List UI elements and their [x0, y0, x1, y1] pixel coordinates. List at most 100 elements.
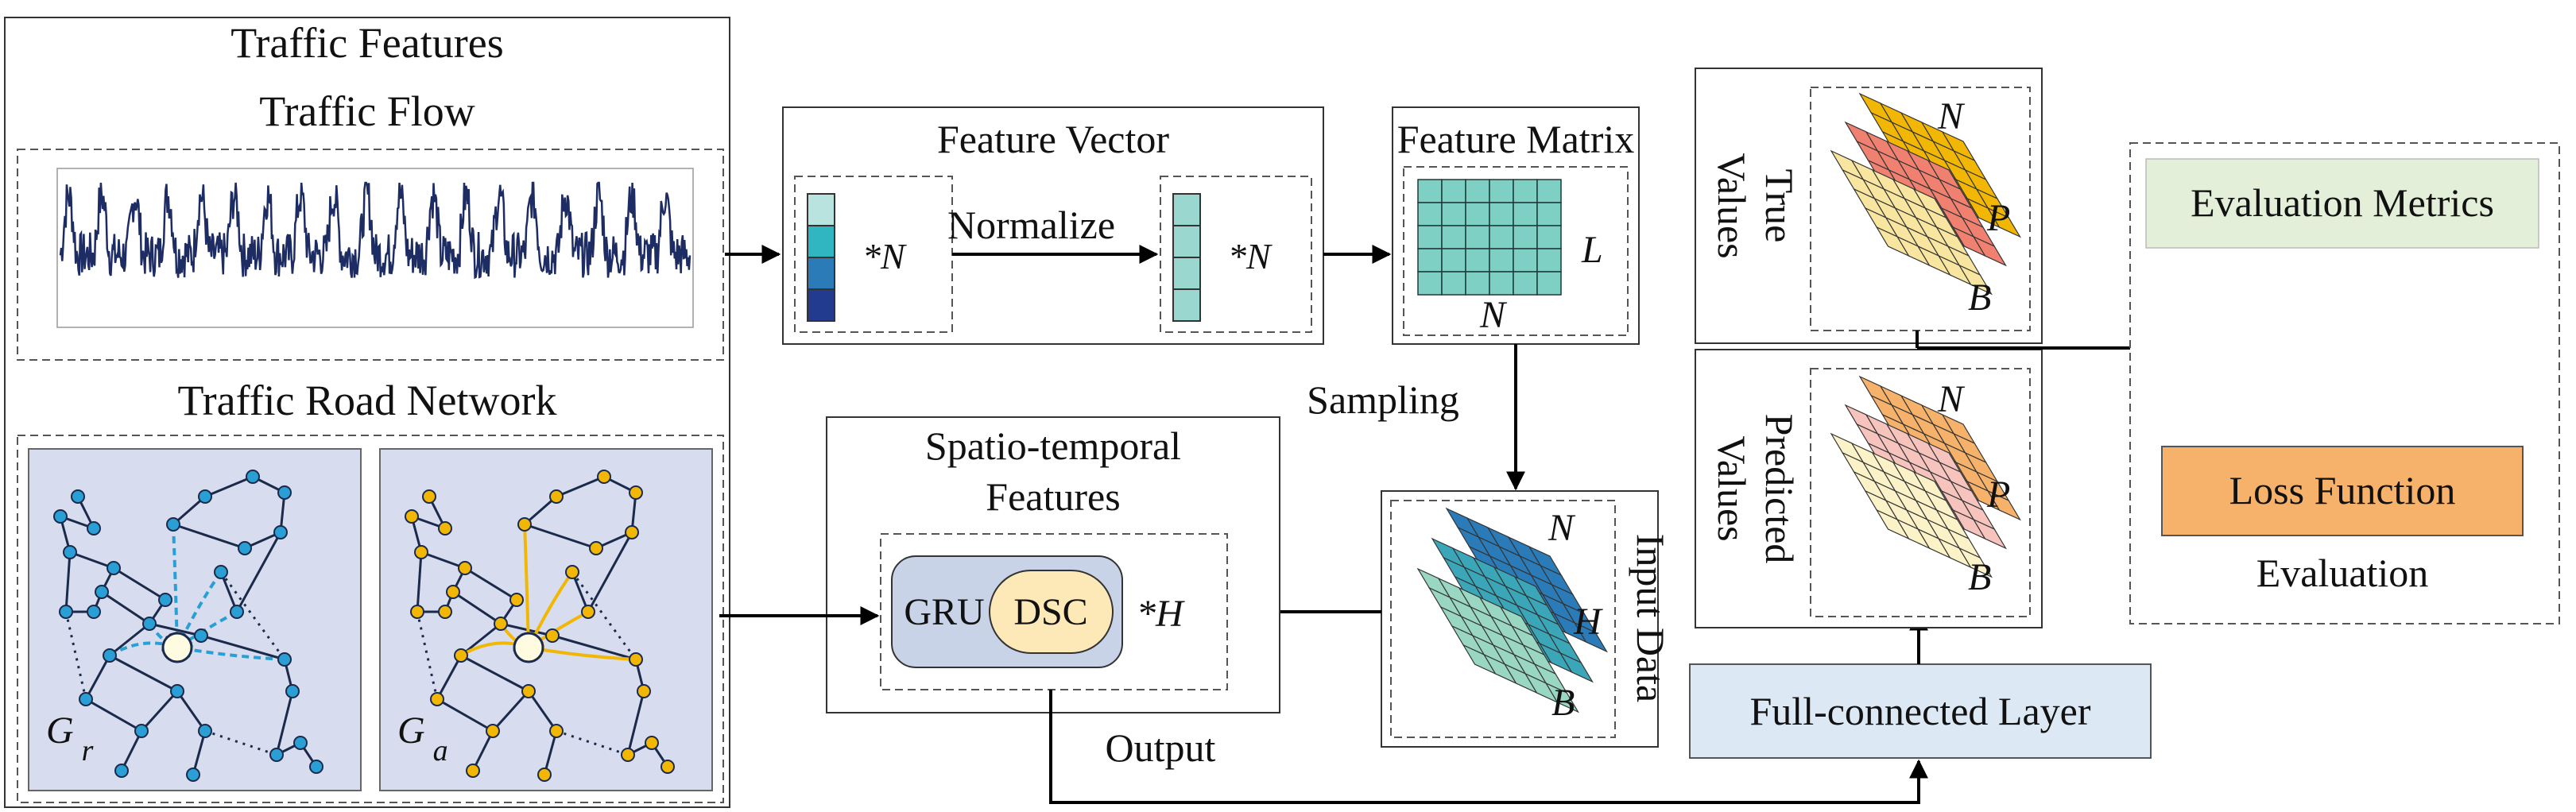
graph-influence-arrow: [520, 524, 537, 649]
graph-node: [277, 485, 292, 500]
graph-edge: [204, 475, 254, 498]
matrix-cell: [1465, 248, 1490, 273]
graph-node: [166, 517, 180, 532]
graph-edge: [464, 566, 517, 601]
normalize-label: Normalize: [947, 203, 1115, 247]
graph-edge: [556, 475, 605, 498]
predicted-values-n: N: [1937, 378, 1966, 420]
predicted-values-b: B: [1968, 556, 1991, 598]
graph-node: [621, 748, 635, 762]
tensor-cell: [1544, 682, 1580, 713]
input-data-title: Input Data: [1629, 534, 1673, 702]
graph-edge: [524, 523, 597, 550]
graph-edge: [109, 654, 178, 693]
predicted-values-title-2: Values: [1710, 435, 1754, 541]
matrix-cell: [1536, 179, 1562, 203]
raw-vector-times-n: *N: [862, 236, 907, 276]
dsc-label: DSC: [1013, 591, 1087, 633]
normalized-vector-times-n: *N: [1228, 236, 1273, 276]
graph-node: [53, 509, 68, 524]
graph-edge: [101, 590, 150, 625]
graph-node: [660, 760, 675, 774]
graph-node: [293, 736, 308, 750]
matrix-cell: [1536, 202, 1562, 226]
graph-node: [565, 565, 579, 579]
fc-layer-box: [1689, 663, 2152, 759]
output-label: Output: [1106, 725, 1216, 770]
matrix-cell: [1417, 271, 1443, 296]
tensor-cell: [1958, 264, 1993, 296]
matrix-cell: [1536, 248, 1562, 273]
graph-edge: [176, 690, 207, 732]
matrix-cell: [1441, 202, 1466, 226]
graph-node: [158, 593, 172, 607]
matrix-cell: [1513, 225, 1538, 249]
graph-node: [438, 605, 452, 619]
matrix-cell: [1417, 225, 1443, 249]
graph-node: [494, 617, 508, 631]
matrix-cell: [1489, 202, 1514, 226]
traffic-features-title: Traffic Features: [230, 19, 503, 67]
matrix-cell: [1441, 248, 1466, 273]
tensor-cell: [1958, 547, 1993, 578]
traffic-flow-plot: [56, 168, 694, 328]
true-values-title-1: True: [1757, 169, 1802, 243]
graph-node: [170, 684, 184, 698]
graph-node: [625, 525, 639, 539]
matrix-cell: [1489, 271, 1514, 296]
normalized-feature-vector: [1172, 193, 1201, 322]
st-times-h: *H: [1137, 593, 1185, 635]
graph-edge: [85, 698, 142, 733]
graph-a-network: [405, 470, 675, 782]
graph-node: [405, 509, 419, 524]
graph-edge: [626, 690, 645, 756]
matrix-cell: [1417, 202, 1443, 226]
tensor-cell: [1972, 518, 2008, 550]
graph-edge: [140, 690, 179, 733]
graph-node: [629, 652, 643, 667]
graph-node: [277, 652, 292, 667]
true-values-b: B: [1968, 276, 1991, 319]
feature-vector-title: Feature Vector: [937, 117, 1169, 161]
graph-node: [269, 748, 284, 762]
graph-edge-dotted: [219, 571, 286, 660]
graph-node: [95, 585, 109, 599]
graph-edge: [436, 698, 494, 733]
graph-node: [107, 561, 121, 575]
graph-node: [537, 768, 552, 782]
dsc-block: [989, 570, 1114, 654]
graph-node: [194, 628, 208, 643]
tensor-cell: [1972, 235, 2008, 267]
graph-node: [545, 628, 560, 643]
graph-edge: [543, 730, 558, 775]
graph-node: [59, 605, 73, 619]
graph-edge: [471, 730, 494, 771]
evaluation-title: Evaluation: [2256, 551, 2429, 595]
graph-node: [466, 764, 480, 778]
raw-feature-vector: [807, 193, 835, 322]
graph-edge: [436, 655, 463, 700]
graph-node: [214, 565, 228, 579]
graph-node: [230, 605, 244, 619]
graph-node: [198, 724, 212, 738]
tensor-cell: [1559, 652, 1594, 683]
true-values-p: P: [1986, 197, 2010, 239]
graph-node: [589, 541, 603, 555]
gru-label: GRU: [904, 591, 984, 633]
matrix-cell: [1489, 179, 1514, 203]
graph-node: [509, 593, 524, 607]
graph-node: [142, 617, 157, 631]
feature-matrix-grid: [1417, 179, 1562, 296]
tensor-cell: [1986, 489, 2022, 521]
matrix-cell: [1465, 179, 1490, 203]
graph-node: [273, 525, 288, 539]
matrix-cell: [1513, 271, 1538, 296]
graph-edge-dotted: [571, 571, 637, 660]
matrix-cell: [1417, 248, 1443, 273]
graph-node: [581, 605, 595, 619]
feature-matrix-l: L: [1581, 229, 1603, 271]
input-data-h: H: [1573, 601, 1603, 643]
